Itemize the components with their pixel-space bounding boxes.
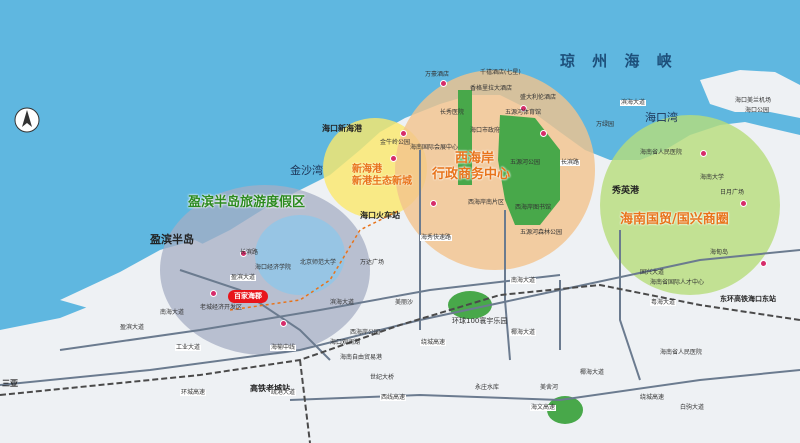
road-label: 椰海大道 [510, 329, 537, 336]
poi-label: 海南省国际人才中心 [650, 279, 705, 286]
road-label: 海文高速 [530, 404, 557, 411]
label-peninsula: 盈滨半岛 [150, 233, 194, 246]
label-xinhai-port: 海口新海港 [322, 124, 362, 133]
poi-label: 国兴大道 [640, 269, 665, 276]
road-label: 环城高速 [180, 389, 207, 396]
label-park-100: 环球100寰宇乐园 [452, 317, 508, 325]
rail-group [0, 283, 800, 443]
poi-label: 金牛岭公园 [380, 139, 411, 146]
label-highrail-old-town: 高铁老城站 [250, 384, 290, 393]
poi-label: 海南省人民医院 [640, 149, 683, 156]
poi-label: 日月广场 [720, 189, 745, 196]
roads-group [0, 150, 800, 402]
label-strait: 琼 州 海 峡 [560, 52, 678, 70]
road-label: 绕城高速 [420, 339, 447, 346]
road-label: 南海大道 [510, 277, 537, 284]
zone-xihaian-circle [395, 70, 595, 270]
road-label: 疏港大道 [270, 389, 297, 396]
main-land [0, 95, 800, 443]
label-zone-xinhai-1: 新海港 [352, 164, 382, 175]
poi-pin[interactable] [390, 155, 397, 162]
road-label: 滨海大道 [620, 99, 647, 106]
poi-label: 世纪大桥 [370, 374, 395, 381]
label-xiuying-port: 秀英港 [612, 186, 640, 196]
label-highrail-east: 东环高铁海口东站 [720, 295, 776, 303]
poi-label: 盛大利伦酒店 [520, 94, 557, 101]
poi-label: 海口观澜湖 [330, 339, 361, 346]
poi-pin[interactable] [240, 250, 247, 257]
poi-label: 万豪酒店 [425, 71, 450, 78]
poi-label: 五源河公园 [510, 159, 541, 166]
label-train-station: 海口火车站 [360, 211, 400, 220]
road-label: 盈滨大道 [230, 274, 257, 281]
poi-label: 西海岸南片区 [468, 199, 505, 206]
poi-pin[interactable] [760, 260, 767, 267]
poi-label: 西海岸公园 [350, 329, 381, 336]
poi-label: 海南大学 [700, 174, 725, 181]
poi-label: 海口经济学院 [255, 264, 292, 271]
label-zone-xinhai-2: 新港生态新城 [352, 176, 412, 187]
poi-label: 长滨路 [240, 249, 259, 256]
label-sanya: 三亚 [2, 379, 18, 388]
poi-label: 西海岸图书馆 [515, 204, 552, 211]
poi-label: 长秀医院 [440, 109, 465, 116]
poi-pin[interactable] [520, 105, 527, 112]
poi-pin[interactable] [210, 290, 217, 297]
poi-label: 白驹大道 [680, 404, 705, 411]
road-label: 长滨路 [560, 159, 581, 166]
poi-label: 海口美兰机场 [735, 97, 772, 104]
label-wanlv: 万绿园 [596, 121, 615, 128]
poi-label: 万达广场 [360, 259, 385, 266]
poi-label: 盈滨大道 [120, 324, 145, 331]
label-zone-free-trade: 海南国贸/国兴商圈 [620, 212, 729, 227]
poi-label: 永庄水库 [475, 384, 500, 391]
poi-label: 老城经济开发区 [200, 304, 243, 311]
haidian-island [700, 70, 800, 118]
poi-label: 海口公园 [745, 107, 770, 114]
highlight-project-badge[interactable]: 百家海郡 [228, 290, 268, 303]
poi-pin[interactable] [400, 130, 407, 137]
poi-label: 香格里拉大酒店 [470, 85, 513, 92]
poi-label: 北京师范大学 [300, 259, 337, 266]
label-zone-xihaian-2: 行政商务中心 [432, 167, 511, 182]
road-label: 海榆中线 [270, 344, 297, 351]
road-label: 海秀快速路 [420, 234, 453, 241]
poi-pin[interactable] [700, 150, 707, 157]
poi-label: 五源河体育馆 [505, 109, 542, 116]
road-label: 粤海大道 [650, 299, 677, 306]
poi-pin[interactable] [540, 130, 547, 137]
poi-pin[interactable] [740, 200, 747, 207]
poi-label: 美丽沙 [395, 299, 414, 306]
road-label: 西线高速 [380, 394, 407, 401]
lagoon [255, 215, 345, 295]
park-strip [458, 90, 472, 185]
poi-label: 千禧酒店(七星) [480, 69, 521, 76]
label-jinsha-bay: 金沙湾 [290, 164, 323, 177]
label-zone-yingbin: 盈滨半岛旅游度假区 [188, 195, 306, 210]
poi-pin[interactable] [430, 200, 437, 207]
road-label: 工业大道 [175, 344, 202, 351]
poi-label: 海南自由贸易港 [340, 354, 383, 361]
zone-free-trade-circle [600, 115, 780, 295]
poi-label: 滨海大道 [330, 299, 355, 306]
label-haikou-bay: 海口湾 [645, 111, 678, 124]
poi-label: 南海大道 [160, 309, 185, 316]
poi-label: 绕城高速 [640, 394, 665, 401]
poi-label: 五源河森林公园 [520, 229, 563, 236]
poi-label: 美舍河 [540, 384, 559, 391]
poi-pin[interactable] [440, 80, 447, 87]
park-wuyuanhe [498, 115, 560, 225]
park-south [547, 396, 583, 424]
poi-label: 椰海大道 [580, 369, 605, 376]
poi-label: 海甸岛 [710, 249, 729, 256]
poi-pin[interactable] [280, 320, 287, 327]
north-arrow-icon [14, 107, 40, 133]
poi-label: 海口市政府 [470, 127, 501, 134]
label-zone-xihaian-1: 西海岸 [455, 151, 495, 166]
poi-label: 海南省人民医院 [660, 349, 703, 356]
poi-label: 海南国际会展中心 [410, 144, 459, 151]
